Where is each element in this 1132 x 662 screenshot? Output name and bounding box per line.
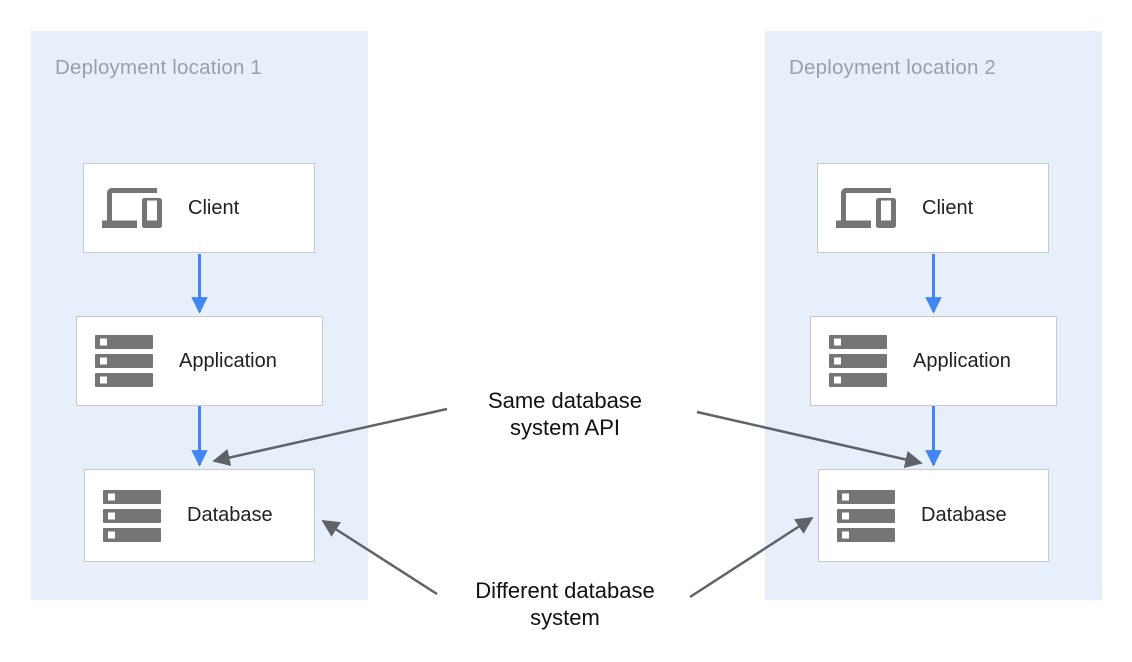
annotation-line: Different database [475, 578, 655, 603]
node-label: Client [188, 196, 240, 219]
devices-icon [836, 178, 896, 238]
client-node-2: Client [817, 163, 1049, 253]
servers-icon [829, 335, 887, 387]
panel-title: Deployment location 1 [55, 56, 263, 79]
servers-icon [95, 335, 153, 387]
servers-icon [837, 489, 895, 542]
devices-icon [102, 178, 162, 238]
application-node-1: Application [76, 316, 323, 406]
node-label: Application [179, 349, 277, 372]
annotation-line: Same database [487, 388, 643, 413]
client-node-1: Client [83, 163, 315, 253]
node-label: Database [187, 504, 273, 526]
annotation-line: system API [509, 415, 621, 440]
servers-icon [103, 489, 161, 542]
node-label: Application [913, 349, 1011, 372]
annotation-line: system [530, 605, 600, 630]
annotation-different-database-system: Different database system [435, 577, 695, 631]
database-node-1: Database [84, 469, 315, 562]
node-label: Client [922, 196, 974, 219]
panel-title: Deployment location 2 [789, 56, 997, 79]
node-label: Database [921, 504, 1007, 526]
application-node-2: Application [810, 316, 1057, 406]
annotation-same-database-system-api: Same database system API [445, 387, 685, 441]
database-node-2: Database [818, 469, 1049, 562]
